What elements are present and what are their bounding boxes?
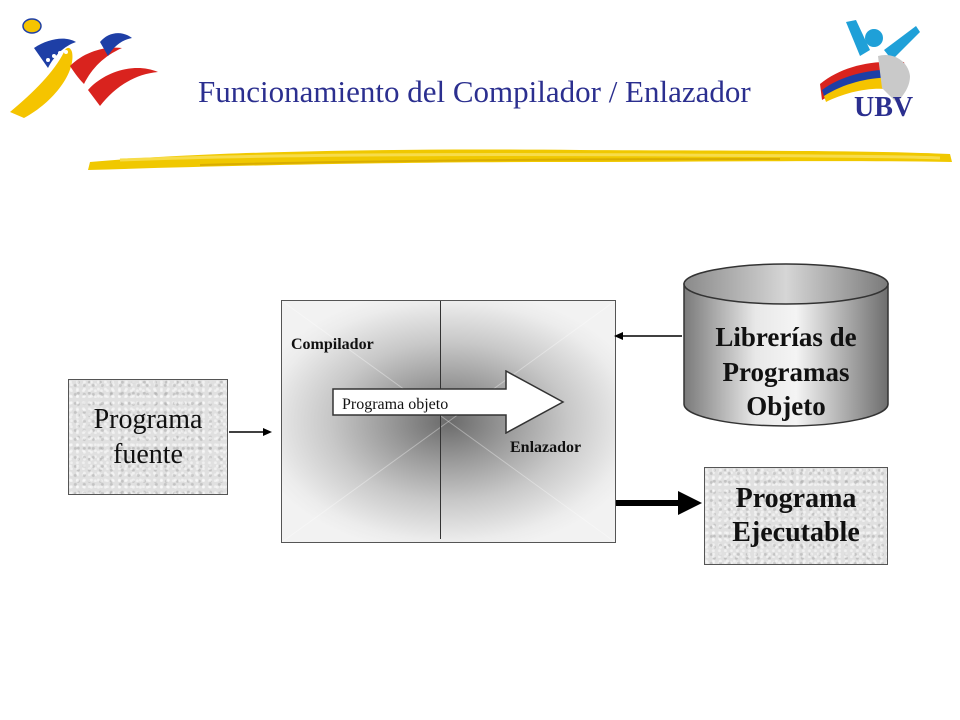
libraries-to-linker-arrow: [614, 332, 682, 340]
object-program-label: Programa objeto: [342, 396, 449, 413]
source-program-label: Programa fuente: [93, 404, 203, 470]
compiler-label: Compilador: [291, 336, 374, 353]
libraries-database-icon: [683, 263, 889, 427]
libraries-label: Librerías de Programas Objeto: [715, 322, 857, 422]
sports-logo-icon: [10, 18, 158, 118]
linker-to-executable-arrow: [616, 491, 702, 515]
title-underline-stroke: [88, 149, 952, 170]
slide-title: Funcionamiento del Compilador / Enlazado…: [198, 74, 751, 109]
executable-program-box: Programa Ejecutable: [704, 467, 888, 565]
object-program-arrow: [332, 370, 565, 434]
compiler-box-bevel: [282, 301, 615, 542]
ubv-logo-icon: [820, 20, 920, 102]
source-to-compiler-arrow: [229, 428, 272, 436]
ubv-logo-text: UBV: [854, 92, 914, 123]
compiler-linker-divider: [440, 301, 441, 539]
compiler-linker-box: Compilador Enlazador: [281, 300, 616, 543]
source-program-box: Programa fuente: [68, 379, 228, 495]
linker-label: Enlazador: [510, 439, 582, 456]
executable-program-label: Programa Ejecutable: [732, 483, 860, 548]
